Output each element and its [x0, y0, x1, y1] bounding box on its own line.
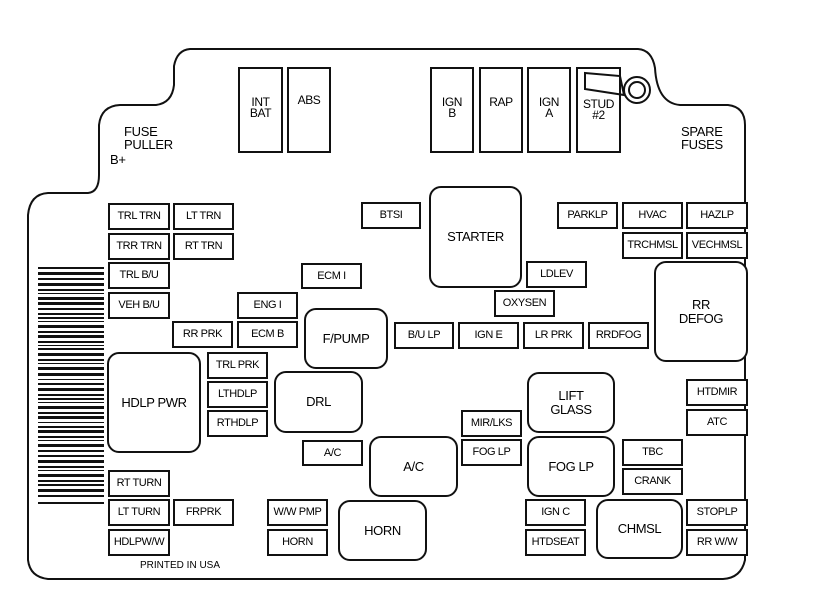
b-plus-label: B+	[110, 152, 126, 167]
relay-hdlp-pwr[interactable]: HDLP PWR	[107, 352, 201, 453]
fuse-lt-trn[interactable]: LT TRN	[173, 203, 234, 230]
fuse-rr-prk[interactable]: RR PRK	[172, 321, 233, 348]
fuse-rr-ww[interactable]: RR W/W	[686, 529, 748, 556]
fuse-btsi[interactable]: BTSI	[361, 202, 421, 229]
fuse-lthdlp[interactable]: LTHDLP	[207, 381, 268, 408]
relay-rr-defog[interactable]: RR DEFOG	[654, 261, 748, 362]
maxi-fuse-ign-b[interactable]: IGN B	[430, 67, 474, 153]
fuse-trl-bu[interactable]: TRL B/U	[108, 262, 170, 289]
fuse-block-border	[27, 48, 746, 580]
fuse-bu-lp[interactable]: B/U LP	[394, 322, 454, 349]
fuse-ldlev[interactable]: LDLEV	[526, 261, 587, 288]
fuse-oxysen[interactable]: OXYSEN	[494, 290, 555, 317]
maxi-fuse-abs[interactable]: ABS	[287, 67, 331, 153]
fuse-parklp[interactable]: PARKLP	[557, 202, 618, 229]
fuse-ac[interactable]: A/C	[302, 440, 363, 466]
fuse-lt-turn[interactable]: LT TURN	[108, 499, 170, 526]
fuse-hvac[interactable]: HVAC	[622, 202, 683, 229]
relay-chmsl[interactable]: CHMSL	[596, 499, 683, 559]
maxi-fuse-stud-2[interactable]: STUD #2	[576, 67, 621, 153]
fuse-vechmsl[interactable]: VECHMSL	[686, 232, 748, 259]
fuse-ecm-b[interactable]: ECM B	[237, 321, 298, 348]
fuse-hazlp[interactable]: HAZLP	[686, 202, 748, 229]
fuse-horn[interactable]: HORN	[267, 529, 328, 556]
maxi-fuse-int-bat[interactable]: INT BAT	[238, 67, 283, 153]
relay-ac[interactable]: A/C	[369, 436, 458, 497]
maxi-fuse-rap[interactable]: RAP	[479, 67, 523, 153]
fuse-fog-lp[interactable]: FOG LP	[461, 439, 522, 466]
fuse-frprk[interactable]: FRPRK	[173, 499, 234, 526]
fuse-htdseat[interactable]: HTDSEAT	[525, 529, 586, 556]
maxi-fuse-ign-a[interactable]: IGN A	[527, 67, 571, 153]
fuse-hdlpww[interactable]: HDLPW/W	[108, 529, 170, 556]
relay-drl[interactable]: DRL	[274, 371, 363, 433]
fuse-rthdlp[interactable]: RTHDLP	[207, 410, 268, 437]
fuse-ecm-i[interactable]: ECM I	[301, 263, 362, 289]
fuse-veh-bu[interactable]: VEH B/U	[108, 292, 170, 319]
fuse-trl-prk[interactable]: TRL PRK	[207, 352, 268, 379]
relay-f-pump[interactable]: F/PUMP	[304, 308, 388, 369]
spare-fuses-label: SPARE FUSES	[681, 124, 723, 152]
fuse-trr-trn[interactable]: TRR TRN	[108, 233, 170, 260]
fuse-atc[interactable]: ATC	[686, 409, 748, 436]
fuse-ign-c[interactable]: IGN C	[525, 499, 586, 526]
fuse-ign-e[interactable]: IGN E	[458, 322, 519, 349]
fuse-puller-label: FUSE PULLER	[124, 124, 173, 152]
fuse-ww-pmp[interactable]: W/W PMP	[267, 499, 328, 526]
printed-in-usa-label: PRINTED IN USA	[140, 560, 221, 571]
relay-lift-glass[interactable]: LIFT GLASS	[527, 372, 615, 433]
relay-starter[interactable]: STARTER	[429, 186, 522, 288]
fuse-lr-prk[interactable]: LR PRK	[523, 322, 584, 349]
relay-horn[interactable]: HORN	[338, 500, 427, 561]
fuse-trl-trn[interactable]: TRL TRN	[108, 203, 170, 230]
fuse-rt-trn[interactable]: RT TRN	[173, 233, 234, 260]
fuse-crank[interactable]: CRANK	[622, 468, 683, 495]
fuse-stoplp[interactable]: STOPLP	[686, 499, 748, 526]
fuse-mir-lks[interactable]: MIR/LKS	[461, 410, 522, 437]
fuse-htdmir[interactable]: HTDMIR	[686, 379, 748, 406]
fuse-tbc[interactable]: TBC	[622, 439, 683, 466]
fuse-trchmsl[interactable]: TRCHMSL	[622, 232, 683, 259]
relay-fog-lp[interactable]: FOG LP	[527, 436, 615, 497]
fuse-rt-turn[interactable]: RT TURN	[108, 470, 170, 497]
fuse-eng-i[interactable]: ENG I	[237, 292, 298, 319]
fuse-rrdfog[interactable]: RRDFOG	[588, 322, 649, 349]
stud-terminal-icon	[584, 71, 651, 104]
